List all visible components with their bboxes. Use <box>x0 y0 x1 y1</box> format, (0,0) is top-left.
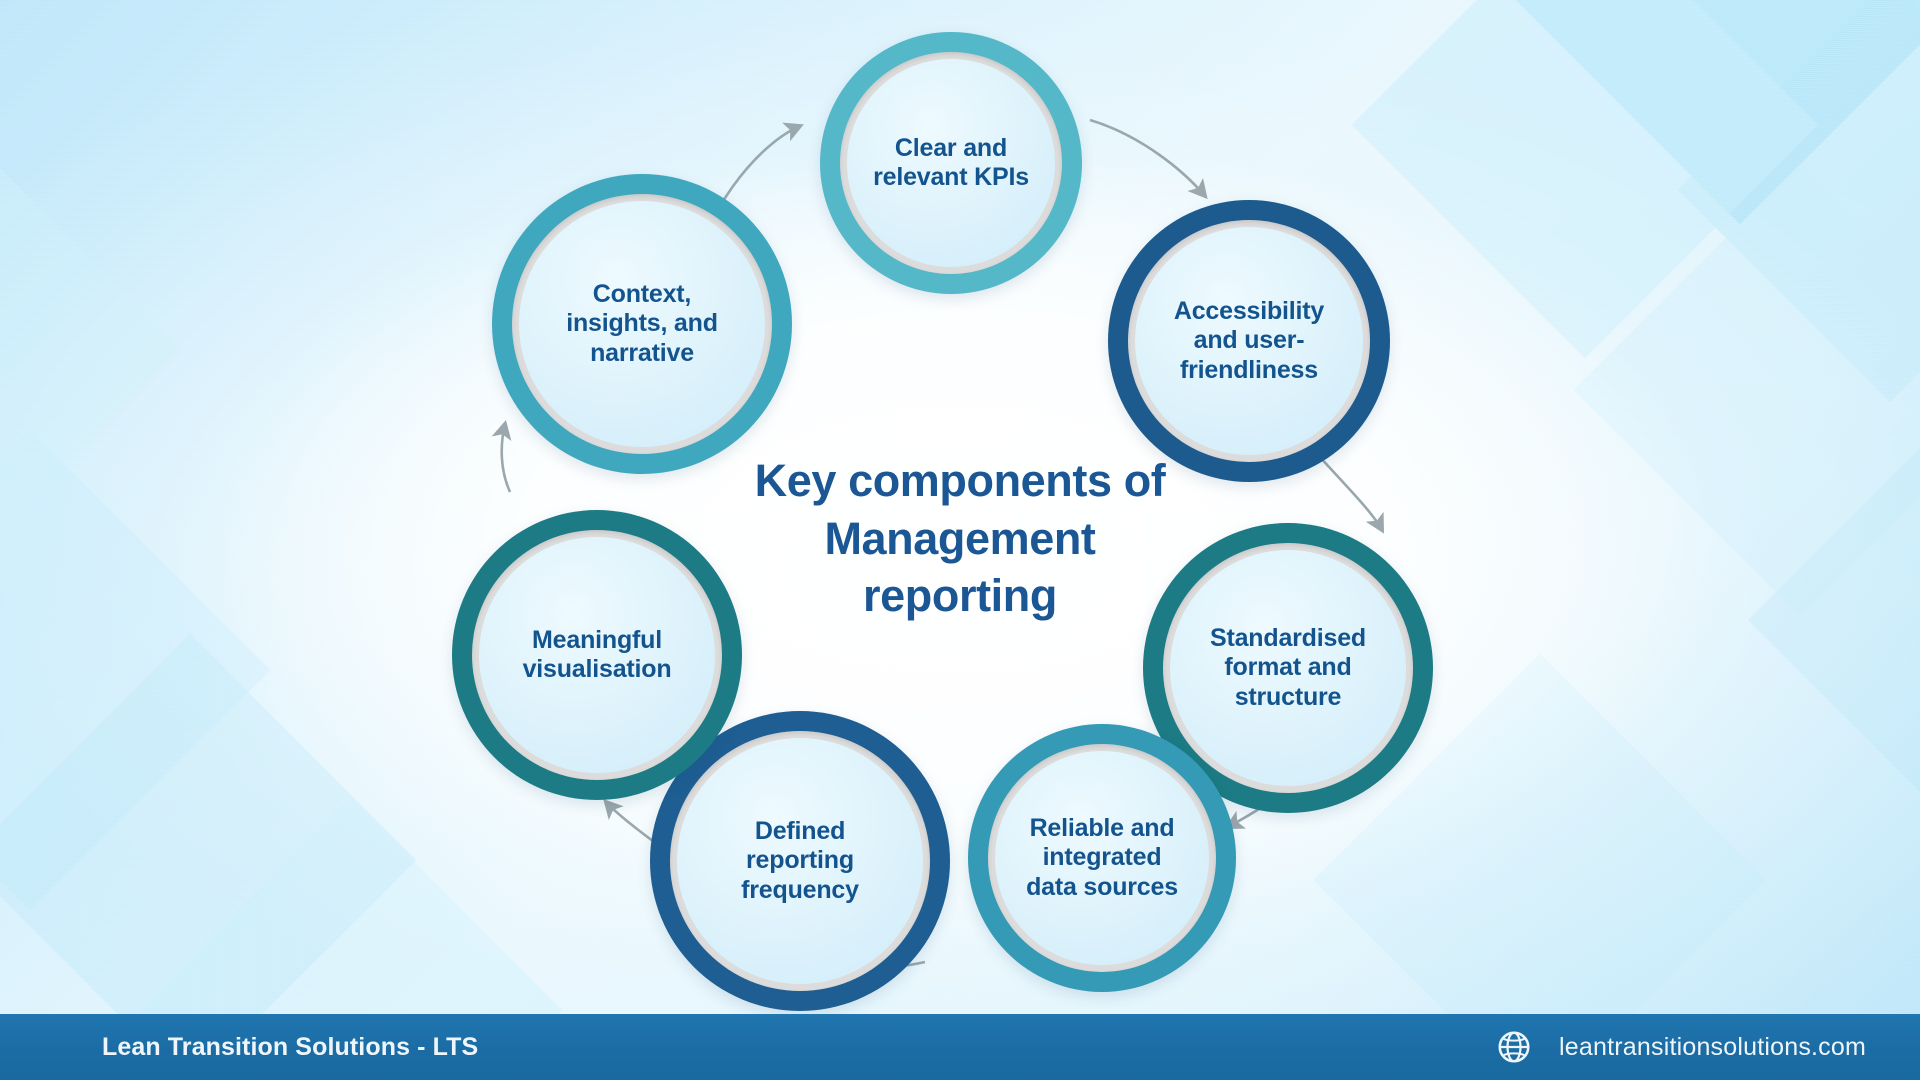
node-label-line: Reliable and <box>1029 813 1175 842</box>
node-label-line: and user- <box>1193 326 1305 355</box>
node-label-line: Context, <box>592 279 692 308</box>
node-label-line: insights, and <box>566 309 718 338</box>
page-title-line: Management <box>824 512 1096 564</box>
footer-brand: Lean Transition Solutions - LTS <box>102 1032 479 1061</box>
page-title-line: reporting <box>863 570 1057 622</box>
node-label-line: Standardised <box>1210 623 1366 652</box>
node-label-line: relevant KPIs <box>873 163 1029 191</box>
node-label-line: structure <box>1234 682 1342 711</box>
footer-url-text: leantransitionsolutions.com <box>1559 1032 1866 1061</box>
node-label-line: integrated <box>1042 843 1162 872</box>
node-label-line: Clear and <box>894 133 1008 162</box>
page-title-line: Key components of <box>754 455 1166 506</box>
node-label-line: visualisation <box>522 655 672 683</box>
node-label-line: Defined <box>754 816 846 845</box>
node-label-line: format and <box>1224 653 1352 682</box>
footer-website[interactable]: leantransitionsolutions.com <box>1497 1030 1866 1064</box>
page-title: Key components of Management reporting <box>710 452 1210 625</box>
node-label-line: frequency <box>741 875 859 904</box>
node-label-line: friendliness <box>1180 355 1318 384</box>
globe-icon <box>1498 1031 1530 1063</box>
node-label-line: data sources <box>1026 872 1178 901</box>
node-label-line: Meaningful <box>532 625 662 654</box>
footer-bar: Lean Transition Solutions - LTS leantran… <box>0 1014 1920 1080</box>
node-label-line: Accessibility <box>1173 296 1325 325</box>
node-label-line: narrative <box>590 338 694 367</box>
node-label-line: reporting <box>746 846 854 875</box>
